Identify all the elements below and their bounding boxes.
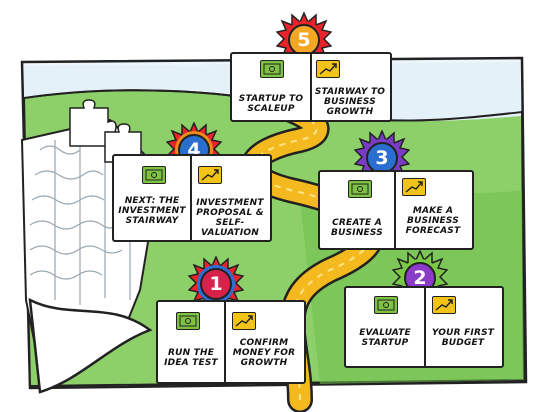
- step-1-number: 1: [200, 268, 232, 300]
- step-2-right-label: Your first budget: [431, 328, 495, 348]
- step-5-card: Startup to scaleup Stairway to business …: [230, 52, 392, 122]
- step-3-left-label: Create a business: [331, 218, 383, 238]
- growth-chart-icon: [198, 166, 222, 184]
- step-1-card: Run the idea test Confirm money for grow…: [156, 300, 306, 384]
- step-2-block: 2 Evaluate startup Your first budget: [344, 250, 504, 370]
- growth-chart-icon: [232, 312, 256, 330]
- growth-chart-icon: [402, 178, 426, 196]
- step-5-block: 5 Startup to scaleup Stairway to busines…: [230, 12, 392, 122]
- step-4-right-label: Investment proposal & self-valuation: [196, 198, 264, 238]
- step-2-card: Evaluate startup Your first budget: [344, 286, 504, 368]
- step-3-card: Create a business Make a business foreca…: [318, 170, 474, 250]
- money-bill-icon: [348, 180, 372, 198]
- step-1-badge: 1: [188, 256, 244, 312]
- step-4-block: 4 Next: the investment stairway Investme…: [112, 122, 272, 244]
- money-bill-icon: [176, 312, 200, 330]
- step-4-card-divider: [190, 156, 192, 240]
- money-bill-icon: [374, 296, 398, 314]
- step-1-left-label: Run the idea test: [164, 348, 218, 368]
- step-3-block: 3 Create a business Make a business fore…: [318, 130, 478, 252]
- loose-puzzle-pieces: [69, 99, 142, 163]
- page-curl: [28, 297, 153, 394]
- step-3-right-label: Make a business forecast: [405, 206, 461, 236]
- step-1-card-divider: [224, 302, 226, 382]
- step-4-left-label: Next: the investment stairway: [118, 196, 186, 226]
- puzzle-outlines: [29, 128, 131, 305]
- step-2-card-divider: [424, 288, 426, 366]
- step-5-card-divider: [310, 54, 312, 120]
- money-bill-icon: [142, 166, 166, 184]
- money-bill-icon: [260, 60, 284, 78]
- growth-chart-icon: [432, 296, 456, 314]
- step-1-right-label: Confirm money for growth: [232, 338, 296, 368]
- step-3-card-divider: [394, 172, 396, 248]
- growth-chart-icon: [316, 60, 340, 78]
- step-5-left-label: Startup to scaleup: [238, 94, 304, 114]
- step-5-right-label: Stairway to business growth: [314, 87, 386, 117]
- step-4-card: Next: the investment stairway Investment…: [112, 154, 272, 242]
- step-3-number: 3: [366, 142, 398, 174]
- step-1-block: 1 Run the idea test Confirm money for gr…: [150, 256, 310, 386]
- step-2-left-label: Evaluate startup: [359, 328, 411, 348]
